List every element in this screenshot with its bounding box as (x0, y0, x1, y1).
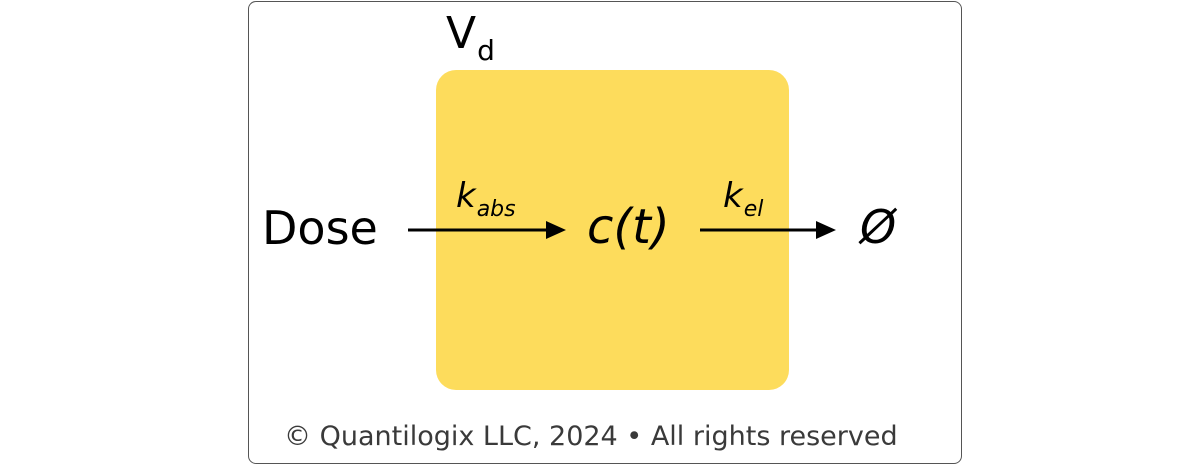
elimination-rate-label: kel (723, 176, 764, 222)
concentration-label: c(t) (587, 199, 670, 255)
copyright-notice: © Quantilogix LLC, 2024 • All rights res… (284, 421, 898, 452)
elimination-rate-symbol: k (723, 176, 743, 216)
dose-label: Dose (262, 201, 378, 255)
volume-symbol: V (446, 8, 477, 59)
elimination-sink-label: Ø (860, 200, 897, 254)
elimination-arrow (700, 221, 836, 239)
volume-of-distribution-label: Vd (446, 8, 495, 67)
absorption-rate-symbol: k (456, 176, 476, 216)
volume-subscript: d (477, 34, 495, 67)
absorption-rate-label: kabs (456, 176, 516, 222)
absorption-arrow-head (546, 221, 566, 239)
elimination-rate-subscript: el (743, 197, 764, 222)
absorption-rate-subscript: abs (476, 197, 516, 222)
elimination-arrow-head (816, 221, 836, 239)
absorption-arrow (408, 221, 566, 239)
